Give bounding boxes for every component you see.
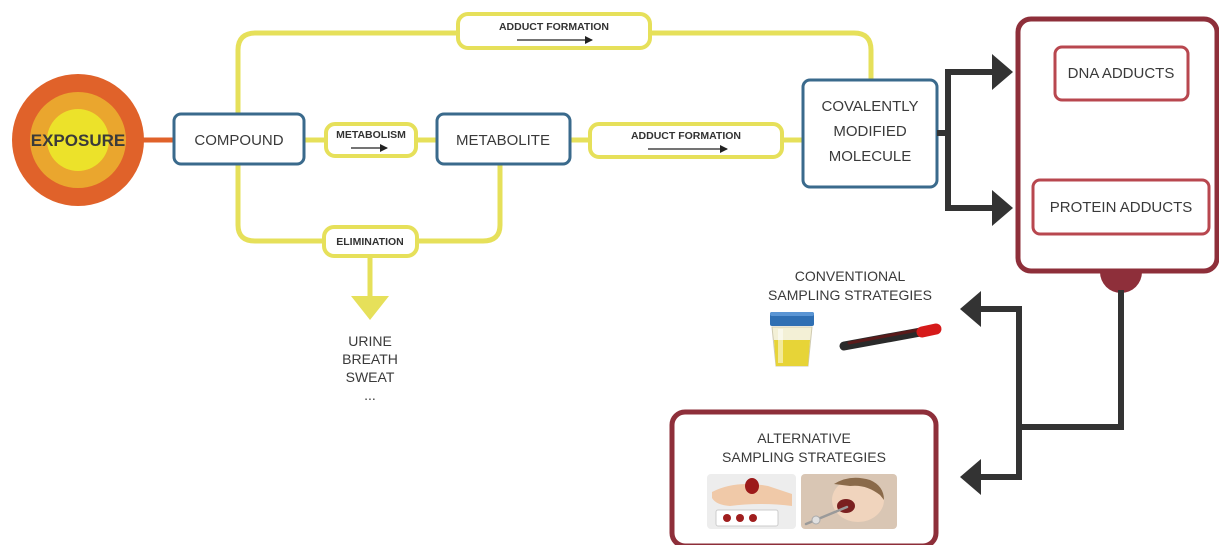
arrowhead-alternative <box>960 459 981 495</box>
branch-to-adducts <box>937 69 995 211</box>
node-compound-label: COMPOUND <box>194 132 283 149</box>
process-adduct-formation-mid: ADDUCT FORMATION <box>588 122 784 159</box>
branch-to-sampling <box>978 290 1124 480</box>
output-urine: URINE <box>348 333 392 349</box>
node-metabolite: METABOLITE <box>435 112 572 166</box>
exposure-label: EXPOSURE <box>31 131 125 150</box>
process-metabolism: METABOLISM <box>324 122 418 158</box>
saliva-swab-icon <box>801 474 897 529</box>
process-adduct-formation-top: ADDUCT FORMATION <box>456 12 652 50</box>
arrowhead-conventional <box>960 291 981 327</box>
arrowhead-protein <box>992 190 1013 226</box>
node-covalent-line-1: COVALENTLY <box>822 98 919 115</box>
urine-cup-icon <box>770 312 814 367</box>
alternative-sampling: ALTERNATIVE SAMPLING STRATEGIES <box>669 409 939 545</box>
process-elimination-label: ELIMINATION <box>336 236 403 248</box>
process-elimination: ELIMINATION <box>322 225 419 258</box>
output-breath: BREATH <box>342 351 398 367</box>
arrowhead-dna <box>992 54 1013 90</box>
process-adduct-formation-mid-label: ADDUCT FORMATION <box>631 130 741 142</box>
elimination-down-arrowhead <box>351 296 389 320</box>
node-covalent-line-2: MODIFIED <box>833 123 906 140</box>
exposure-target: EXPOSURE <box>12 74 144 206</box>
dna-adducts-label: DNA ADDUCTS <box>1068 65 1175 82</box>
finger-prick-icon <box>707 474 796 529</box>
conventional-title-line-2: SAMPLING STRATEGIES <box>768 287 932 303</box>
blood-tube-icon <box>839 323 942 351</box>
alternative-title-line-1: ALTERNATIVE <box>757 430 851 446</box>
output-sweat: SWEAT <box>346 369 395 385</box>
node-covalently-modified-molecule: COVALENTLY MODIFIED MOLECULE <box>801 78 939 189</box>
elimination-outputs: URINE BREATH SWEAT ... <box>342 333 398 403</box>
conventional-sampling: CONVENTIONAL SAMPLING STRATEGIES <box>768 268 942 367</box>
output-ellipsis: ... <box>364 387 376 403</box>
alternative-title-line-2: SAMPLING STRATEGIES <box>722 449 886 465</box>
node-metabolite-label: METABOLITE <box>456 132 550 149</box>
node-compound: COMPOUND <box>172 112 306 166</box>
protein-adducts-label: PROTEIN ADDUCTS <box>1050 199 1193 216</box>
node-covalent-line-3: MOLECULE <box>829 148 912 165</box>
process-adduct-formation-top-label: ADDUCT FORMATION <box>499 21 609 33</box>
node-dna-adducts: DNA ADDUCTS <box>1053 45 1190 102</box>
node-protein-adducts: PROTEIN ADDUCTS <box>1031 178 1211 236</box>
conventional-title-line-1: CONVENTIONAL <box>795 268 906 284</box>
process-metabolism-label: METABOLISM <box>336 129 406 141</box>
